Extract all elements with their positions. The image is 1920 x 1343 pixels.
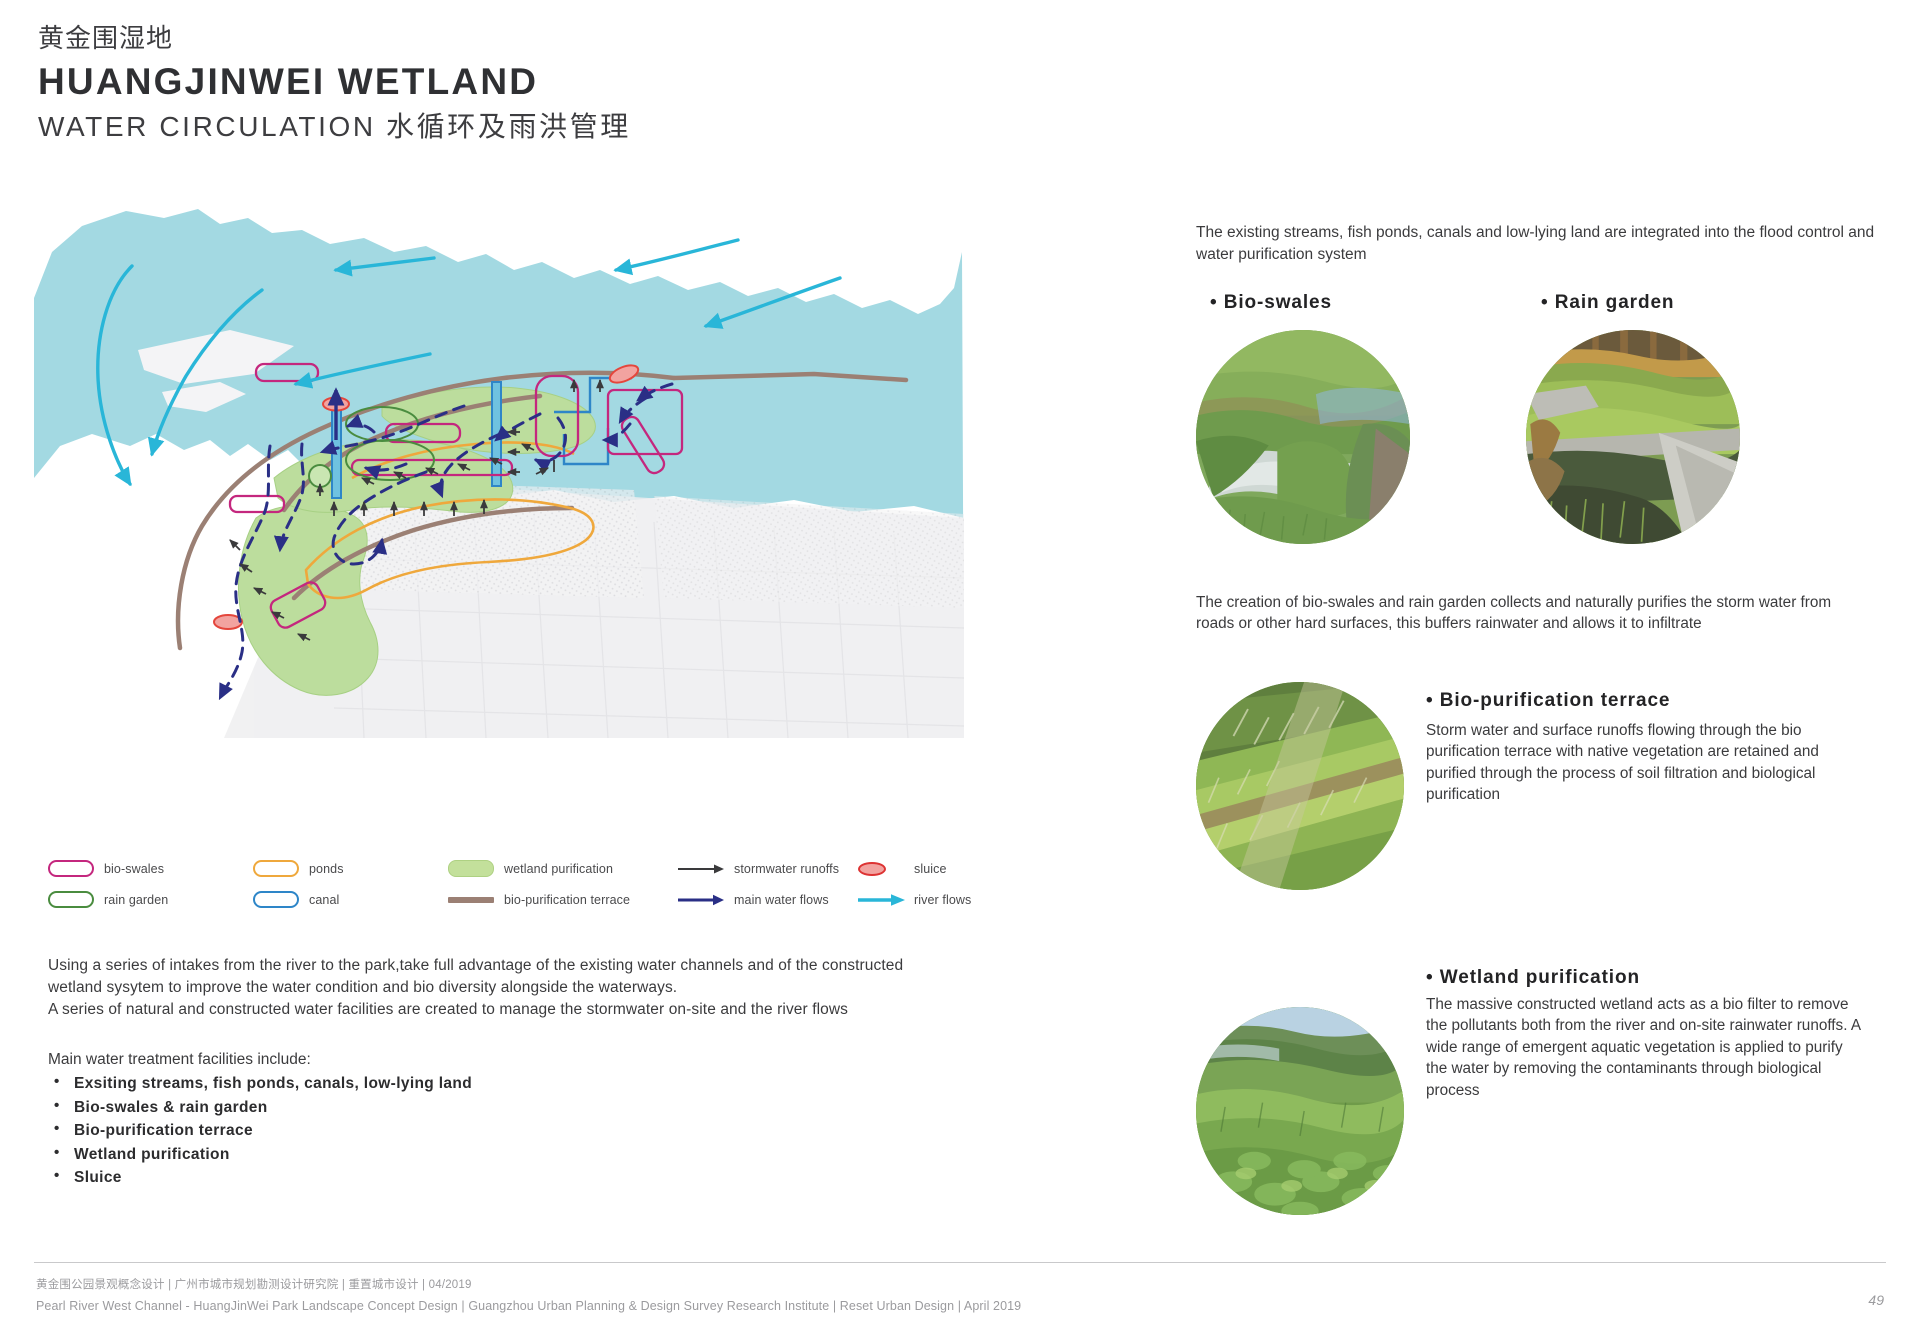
legend-item-stormwater-runoffs: stormwater runoffs <box>678 856 839 881</box>
page-title: HUANGJINWEI WETLAND <box>38 60 539 102</box>
bio-swales-heading: Bio-swales <box>1210 292 1332 314</box>
legend-item-bio-purification-terrace: bio-purification terrace <box>448 887 630 912</box>
page-number: 49 <box>1868 1292 1884 1308</box>
legend-col-2: ponds canal <box>253 856 344 918</box>
legend-col-3: wetland purification bio-purification te… <box>448 856 630 918</box>
footer-divider <box>34 1262 1886 1263</box>
legend-label: canal <box>309 892 340 907</box>
ponds-swatch-icon <box>253 860 309 877</box>
legend-item-ponds: ponds <box>253 856 344 881</box>
legend-label: bio-purification terrace <box>504 892 631 907</box>
legend-label: bio-swales <box>104 861 165 876</box>
page-subtitle: WATER CIRCULATION 水循环及雨洪管理 <box>38 110 631 142</box>
list-item: Bio-purification terrace <box>48 1118 948 1143</box>
bio-swales-description-text: The creation of bio-swales and rain gard… <box>1196 594 1832 633</box>
legend-col-1: bio-swales rain garden <box>48 856 168 918</box>
legend-item-canal: canal <box>253 887 344 912</box>
list-item: Sluice <box>48 1165 948 1190</box>
legend-label: wetland purification <box>504 861 614 876</box>
legend-label: sluice <box>914 861 947 876</box>
wetland-purification-photo <box>1196 1007 1404 1215</box>
legend-label: main water flows <box>734 892 829 907</box>
legend-item-wetland-purification: wetland purification <box>448 856 630 881</box>
bio-purification-terrace-swatch-icon <box>448 896 504 903</box>
rain-garden-photo <box>1526 330 1740 544</box>
legend-item-sluice: sluice <box>858 856 971 881</box>
map-graphic <box>34 209 964 738</box>
right-column: The existing streams, fish ponds, canals… <box>1196 222 1886 1215</box>
legend-label: ponds <box>309 861 344 876</box>
facilities-list: Exsiting streams, fish ponds, canals, lo… <box>48 1071 948 1190</box>
bio-purification-terrace-text-block: Bio-purification terrace Storm water and… <box>1426 690 1846 806</box>
site-plan-map[interactable] <box>34 178 964 738</box>
canal-swatch-icon <box>253 891 309 908</box>
title-chinese: 黄金围湿地 <box>38 23 174 53</box>
main-water-flow-arrow-icon <box>678 893 734 907</box>
footer-line-chinese: 黄金围公园景观概念设计 | 广州市城市规划勘测设计研究院 | 重置城市设计 | … <box>36 1279 472 1291</box>
main-water-flows <box>218 382 674 701</box>
bio-purification-terrace-heading: Bio-purification terrace <box>1426 690 1846 712</box>
river-flow-arrows <box>96 238 842 487</box>
bio-purification-terrace-photo-image <box>1196 682 1404 890</box>
bio-swales-description: The creation of bio-swales and rain gard… <box>1196 592 1861 635</box>
list-item: Exsiting streams, fish ponds, canals, lo… <box>48 1071 948 1096</box>
rain-garden-swatch-icon <box>48 891 104 908</box>
bio-purification-terrace-description: Storm water and surface runoffs flowing … <box>1426 722 1819 804</box>
footer-credits: 黄金围公园景观概念设计 | 广州市城市规划勘测设计研究院 | 重置城市设计 | … <box>36 1276 1021 1316</box>
legend-label: river flows <box>914 892 972 907</box>
wetland-purification-text-block: Wetland purification The massive constru… <box>1426 967 1866 1101</box>
bio-purification-terrace <box>175 370 909 651</box>
wetland-purification-description: The massive constructed wetland acts as … <box>1426 996 1861 1099</box>
wetland-purification-swatch-icon <box>448 860 504 877</box>
footer-line-english: Pearl River West Channel - HuangJinWei P… <box>36 1299 1022 1314</box>
legend-item-bio-swales: bio-swales <box>48 856 168 881</box>
bio-swales-swatch-icon <box>48 860 104 877</box>
wetland-purification-heading: Wetland purification <box>1426 967 1866 989</box>
sluice-swatch-icon <box>858 861 914 876</box>
legend-col-4: stormwater runoffs main water flows <box>678 856 839 918</box>
wetland-purification-photo-image <box>1196 1007 1404 1215</box>
bio-swales-photo-image <box>1196 330 1410 544</box>
list-item: Wetland purification <box>48 1142 948 1167</box>
bio-purification-terrace-photo <box>1196 682 1404 890</box>
legend-item-rain-garden: rain garden <box>48 887 168 912</box>
page-header: 黄金围湿地 HUANGJINWEI WETLAND WATER CIRCULAT… <box>38 22 631 144</box>
facilities-intro: Main water treatment facilities include: <box>48 1051 311 1068</box>
legend-item-main-water-flows: main water flows <box>678 887 839 912</box>
stormwater-runoff-arrows <box>229 378 604 642</box>
bio-swales-photo <box>1196 330 1410 544</box>
legend-col-5: sluice river flows <box>858 856 971 918</box>
rain-garden-photo-image <box>1526 330 1740 544</box>
left-body-text: Using a series of intakes from the river… <box>48 955 948 1190</box>
legend-label: rain garden <box>104 892 169 907</box>
map-legend: bio-swales rain garden ponds canal <box>48 856 971 918</box>
overview-paragraph: Using a series of intakes from the river… <box>48 957 904 1018</box>
stormwater-runoff-arrow-icon <box>678 862 734 876</box>
river-flow-arrow-icon <box>858 893 914 907</box>
legend-item-river-flows: river flows <box>858 887 971 912</box>
rain-garden-heading: Rain garden <box>1541 292 1674 314</box>
intro-paragraph: The existing streams, fish ponds, canals… <box>1196 224 1875 263</box>
legend-label: stormwater runoffs <box>734 861 840 876</box>
list-item: Bio-swales & rain garden <box>48 1095 948 1120</box>
